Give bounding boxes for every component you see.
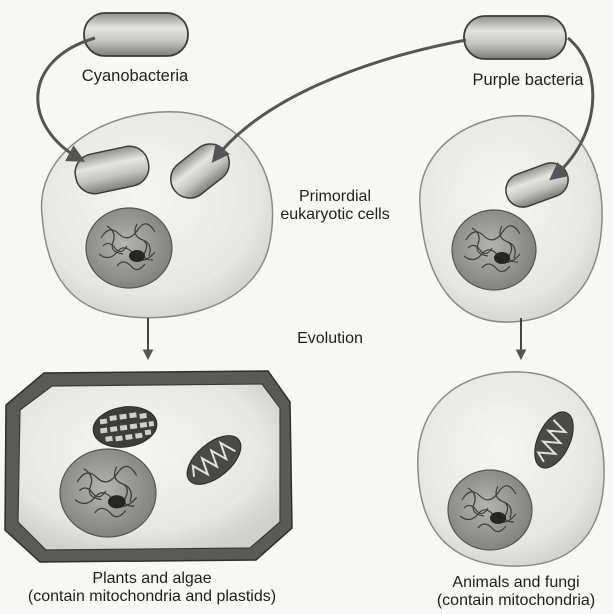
- primordial-cell-left: [42, 112, 273, 318]
- arrow-purple-to-left-cell: [214, 40, 466, 160]
- plant-cell: [5, 371, 292, 562]
- label-primordial-line2: eukaryotic cells: [260, 206, 410, 224]
- label-animals-fungi: Animals and fungi (contain mitochondria): [420, 574, 612, 611]
- label-plants-line2: (contain mitochondria and plastids): [2, 588, 302, 606]
- nucleus-primordial-right: [452, 210, 536, 290]
- label-purple-bacteria: Purple bacteria: [448, 71, 608, 90]
- label-plants-algae: Plants and algae (contain mitochondria a…: [2, 570, 302, 607]
- label-cyanobacteria: Cyanobacteria: [60, 67, 210, 86]
- primordial-cell-right: [420, 116, 602, 322]
- nucleus-plant: [60, 449, 156, 537]
- nucleus-animal: [448, 470, 532, 550]
- label-plants-line1: Plants and algae: [2, 570, 302, 588]
- label-evolution: Evolution: [275, 330, 385, 348]
- nucleus-primordial-left: [86, 208, 172, 288]
- animal-cell: [418, 372, 604, 566]
- label-animals-line2: (contain mitochondria): [420, 592, 612, 610]
- label-primordial-line1: Primordial: [260, 188, 410, 206]
- label-animals-line1: Animals and fungi: [420, 574, 612, 592]
- cyanobacterium-free: [84, 13, 188, 56]
- label-primordial-cells: Primordial eukaryotic cells: [260, 188, 410, 225]
- purple-bacterium-free: [464, 16, 566, 59]
